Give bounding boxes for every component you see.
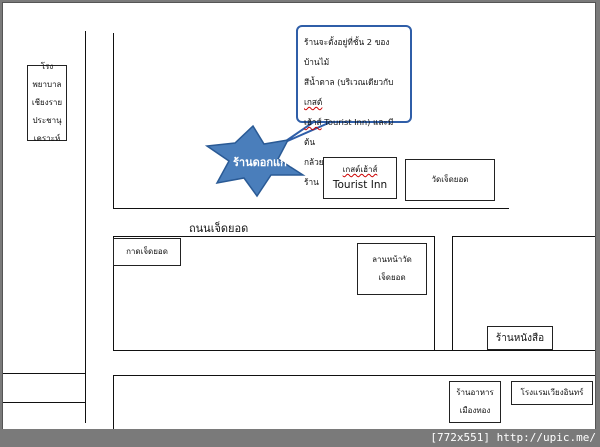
road-inner-vertical — [113, 33, 114, 208]
callout-line-4: เฮ้าส์ Tourist Inn) และมีต้น — [304, 112, 404, 152]
temple-front-line-2: เจ็ดยอด — [378, 273, 406, 282]
restaurant-box: ร้านอาหาร เมืองทอง — [449, 381, 501, 423]
market-label: กาดเจ็ดยอด — [126, 247, 168, 256]
block-bottom-left-edge — [113, 375, 114, 429]
hospital-box: โรงพยาบาล เชียงราย ประชานุ เคราะห์ — [27, 62, 67, 143]
callout-line-1: ร้านจะตั้งอยู่ที่ชั้น 2 ของบ้านไม้ — [304, 37, 390, 67]
bookstore-box: ร้านหนังสือ — [487, 326, 553, 350]
road-lower-north-edge — [3, 373, 85, 374]
hospital-line-2: เชียงราย — [31, 98, 63, 107]
hotel-box: โรงแรมเวียงอินทร์ — [511, 381, 593, 405]
shop-location-star-icon — [204, 124, 306, 198]
restaurant-line-1: ร้านอาหาร — [456, 388, 494, 397]
callout-line-2: สีน้ำตาล (บริเวณเดียวกับ — [304, 77, 394, 87]
hotel-label: โรงแรมเวียงอินทร์ — [520, 388, 584, 397]
image-credit: [772x551] http://upic.me/ — [430, 431, 596, 444]
callout-word-guest: เกสต์ — [304, 97, 323, 107]
temple-label: วัดเจ็ดยอด — [431, 175, 469, 184]
guesthouse-thai-label: เกสต์เฮ้าส์ — [342, 165, 378, 174]
block-bottom-top-edge — [113, 375, 595, 376]
callout-line-3: เกสต์ — [304, 92, 404, 112]
hospital-line-1: โรงพยาบาล — [32, 62, 62, 89]
road-bottom-left-edge — [3, 402, 85, 403]
guesthouse-eng-label: Tourist Inn — [332, 179, 388, 191]
block-east-left-edge — [452, 236, 453, 350]
bookstore-label: ร้านหนังสือ — [495, 332, 545, 344]
road-north-edge — [113, 208, 509, 209]
restaurant-line-2: เมืองทอง — [459, 406, 491, 415]
hospital-line-4: เคราะห์ — [33, 134, 61, 143]
road-chet-yot-south-edge — [113, 236, 435, 237]
road-left-vertical — [85, 31, 86, 423]
block-east-top-edge — [452, 236, 595, 237]
shop-name-label: ร้านดอกแก้ว — [233, 156, 293, 169]
temple-front-box: ลานหน้าวัด เจ็ดยอด — [357, 243, 427, 295]
block-center-right-edge — [434, 236, 435, 350]
road-lower-north-edge-right — [113, 350, 595, 351]
footer-bar: [772x551] http://upic.me/ — [0, 429, 600, 447]
road-name-label: ถนนเจ็ดยอด — [189, 222, 249, 235]
map-canvas: โรงพยาบาล เชียงราย ประชานุ เคราะห์ ร้านด… — [2, 2, 596, 430]
callout-word-house: เฮ้าส์ — [304, 117, 322, 127]
temple-box: วัดเจ็ดยอด — [405, 159, 495, 201]
shop-location-callout: ร้านจะตั้งอยู่ที่ชั้น 2 ของบ้านไม้ สีน้ำ… — [296, 25, 412, 187]
hospital-line-3: ประชานุ — [32, 116, 62, 125]
guesthouse-box: เกสต์เฮ้าส์ Tourist Inn — [323, 157, 397, 199]
callout-tourist-inn: Tourist Inn) และมีต้น — [304, 117, 394, 147]
block-center-left-edge — [113, 236, 114, 350]
temple-front-line-1: ลานหน้าวัด — [372, 255, 412, 264]
market-box: กาดเจ็ดยอด — [113, 238, 181, 266]
